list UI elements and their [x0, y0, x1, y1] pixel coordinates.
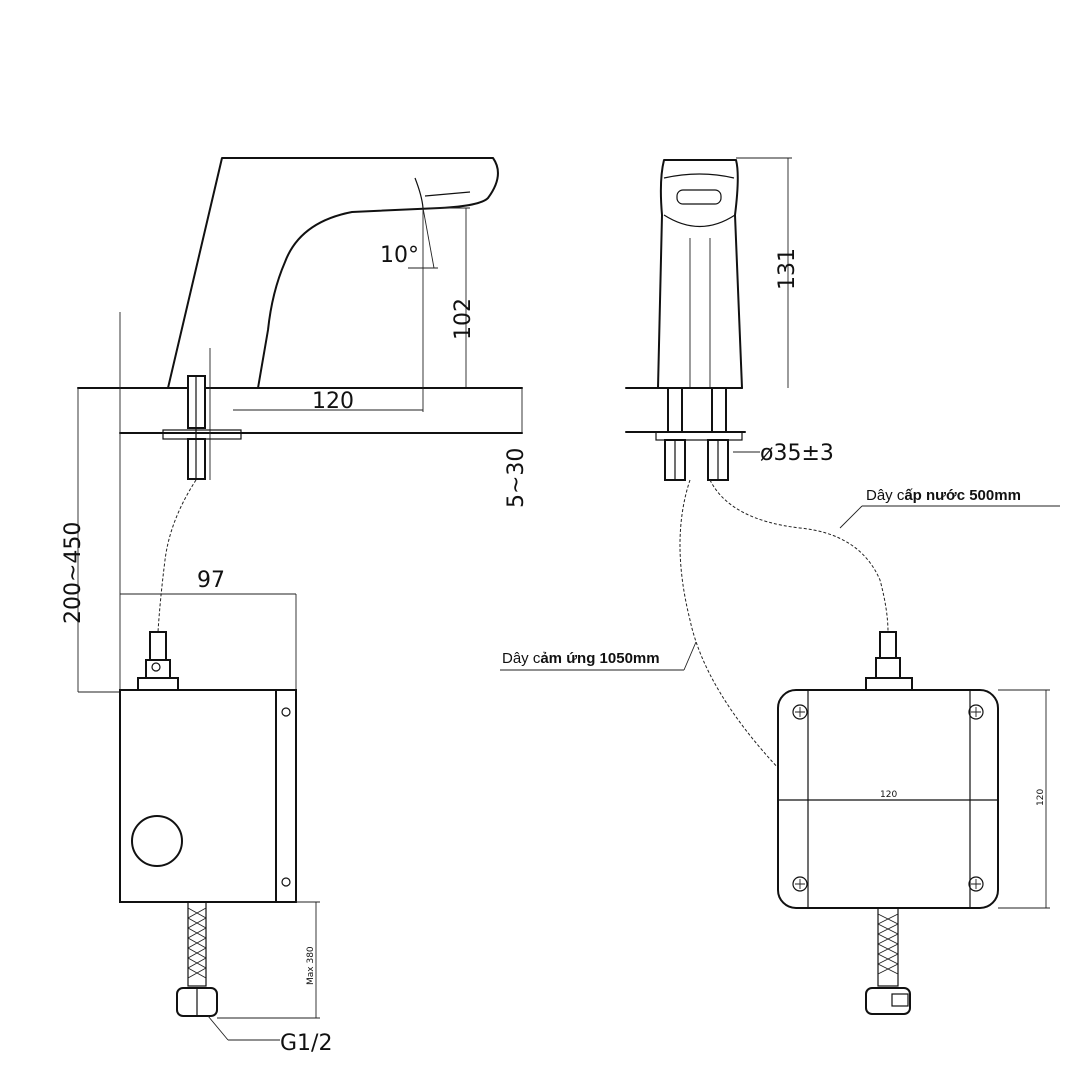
hose-max-label: Max 380	[306, 946, 316, 985]
angle-label: 10°	[380, 243, 419, 268]
thread-label: G1/2	[280, 1031, 332, 1056]
front-valve-fitting	[865, 987, 911, 1015]
side-view: 10° 102 5~30 120 200~450 97	[61, 157, 529, 1056]
box-width-label: 120	[880, 790, 897, 800]
front-braided-hose	[877, 907, 899, 987]
box-depth-label: 97	[197, 568, 225, 593]
screw-icon	[968, 876, 984, 892]
front-view: 131 ø35±3 Dây cấp nước 500mm Dây cảm ứng…	[500, 157, 1060, 1015]
sensor-cable-label: Dây cảm ứng 1050mm	[502, 650, 660, 667]
screw-icon	[792, 876, 808, 892]
faucet-height-label: 131	[775, 248, 800, 290]
control-box-side	[119, 689, 277, 903]
hole-diameter-label: ø35±3	[760, 441, 834, 466]
faucet-side-body	[167, 157, 499, 389]
deck-thickness-label: 5~30	[504, 448, 529, 508]
braided-hose	[187, 901, 207, 987]
front-box-connector	[879, 631, 897, 659]
spout-reach-label: 120	[312, 389, 354, 414]
box-height-label: 120	[1036, 789, 1046, 806]
sensor-window-icon	[131, 815, 183, 867]
faucet-front-body	[657, 159, 743, 389]
spout-height-label: 102	[451, 298, 476, 340]
screw-icon	[968, 704, 984, 720]
mount-range-label: 200~450	[61, 522, 86, 624]
screw-icon	[792, 704, 808, 720]
box-connector	[149, 631, 167, 661]
water-cable-label: Dây cấp nước 500mm	[866, 487, 1021, 504]
